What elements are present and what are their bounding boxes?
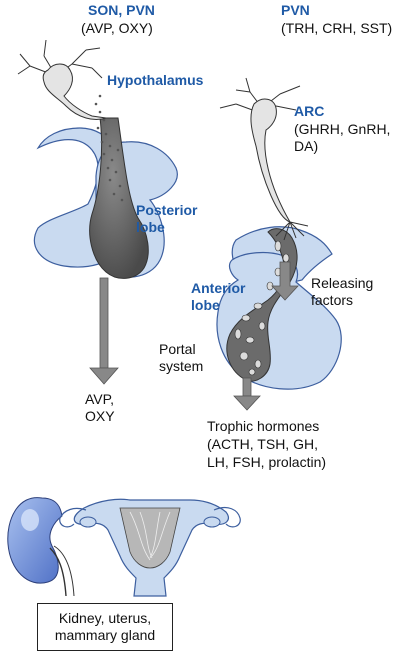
trophic-hormones-arrow: [233, 377, 261, 411]
uterus-icon: [59, 498, 241, 597]
releasing-factors-arrow: [271, 261, 299, 301]
anterior-lobe-label-line2: lobe: [191, 297, 220, 313]
target-organs-box: Kidney, uterus, mammary gland: [37, 603, 173, 651]
posterior-lobe-label-line1: Posterior: [136, 202, 198, 218]
trophic-hormones-label-line3: LH, FSH, prolactin): [207, 454, 327, 470]
portal-system-label-line2: system: [159, 358, 204, 374]
avp-oxy-label-line2: OXY: [85, 408, 115, 424]
trophic-hormones-label-line2: (ACTH, TSH, GH,: [207, 436, 318, 452]
son-pvn-neuron: [17, 39, 107, 120]
posterior-lobe-label-line2: lobe: [136, 219, 165, 235]
arc-hormones-line1: (GHRH, GnRH,: [294, 121, 391, 137]
releasing-factors-label-line1: Releasing: [311, 275, 374, 291]
target-organs-line2: mammary gland: [54, 627, 156, 643]
trophic-hormones-label-line1: Trophic hormones: [207, 418, 320, 434]
arc-pvn-neuron: [219, 77, 309, 241]
portal-system-label-line1: Portal: [159, 341, 196, 357]
avp-oxy-release-arrow: [89, 277, 119, 385]
arc-label: ARC: [294, 103, 325, 119]
anterior-lobe-label-line1: Anterior: [191, 280, 246, 296]
son-pvn-hormones: (AVP, OXY): [81, 20, 153, 36]
arc-hormones-line2: DA): [294, 138, 319, 154]
pvn-hormones: (TRH, CRH, SST): [281, 20, 393, 36]
hypothalamus-label: Hypothalamus: [107, 72, 204, 88]
pvn-label: PVN: [281, 2, 310, 18]
portal-capillary-holes: [234, 240, 290, 376]
avp-oxy-label-line1: AVP,: [85, 391, 115, 407]
target-organs-line1: Kidney, uterus,: [58, 610, 152, 626]
posterior-lobe: [89, 117, 149, 279]
son-pvn-label: SON, PVN: [88, 2, 155, 18]
releasing-factors-label-line2: factors: [311, 292, 354, 308]
